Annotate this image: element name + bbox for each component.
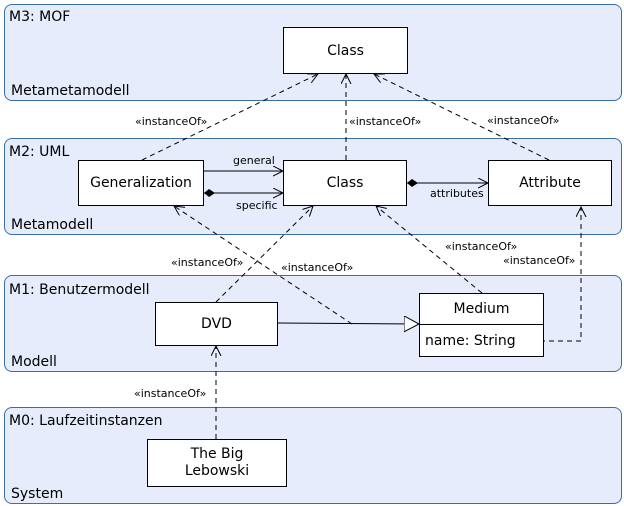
layer-m3-title: M3: MOF: [9, 9, 71, 25]
lebowski-instance-box: The Big Lebowski: [147, 439, 287, 487]
layer-m0-title: M0: Laufzeitinstanzen: [9, 413, 163, 429]
label-instanceof-gen-link: «instanceOf»: [281, 261, 354, 274]
layer-m1-title: M1: Benutzermodell: [9, 282, 150, 298]
layer-m0: [4, 407, 622, 504]
medium-class-box: Medium name: String: [419, 293, 544, 357]
label-specific: specific: [236, 199, 278, 212]
edge-attr-to-mof-class: [374, 74, 550, 161]
dvd-box: DVD: [155, 302, 278, 346]
label-instanceof-attr-mof: «instanceOf»: [487, 114, 560, 127]
label-instanceof-name-attr: «instanceOf»: [503, 254, 576, 267]
generalization-box: Generalization: [78, 160, 204, 206]
edge-medium-to-class: [376, 206, 483, 294]
edge-gen-to-mof-class: [141, 74, 318, 161]
label-general: general: [233, 154, 275, 167]
label-instanceof-class-mof: «instanceOf»: [349, 115, 422, 128]
uml-class-box: Class: [283, 160, 407, 206]
medium-class-attribute: name: String: [425, 333, 516, 349]
label-instanceof-medium-class: «instanceOf»: [445, 240, 518, 253]
layer-m2-subtitle: Metamodell: [11, 217, 94, 233]
edge-dvd-to-class: [215, 206, 313, 303]
label-instanceof-dvd-class: «instanceOf»: [171, 256, 244, 269]
medium-class-name: Medium: [420, 294, 543, 325]
edge-dvd-generalizes-medium: [277, 323, 419, 324]
edge-name-to-attribute: [531, 207, 581, 342]
label-attributes: attributes: [430, 187, 484, 200]
label-instanceof-lebowski-dvd: «instanceOf»: [134, 387, 207, 400]
layer-m2-title: M2: UML: [9, 144, 70, 160]
layer-m3-subtitle: Metametamodell: [11, 83, 130, 99]
mof-class-box: Class: [283, 27, 408, 74]
label-instanceof-gen-mof: «instanceOf»: [135, 115, 208, 128]
layer-m1-subtitle: Modell: [11, 354, 57, 370]
layer-m0-subtitle: System: [11, 486, 64, 502]
attribute-box: Attribute: [488, 160, 612, 206]
